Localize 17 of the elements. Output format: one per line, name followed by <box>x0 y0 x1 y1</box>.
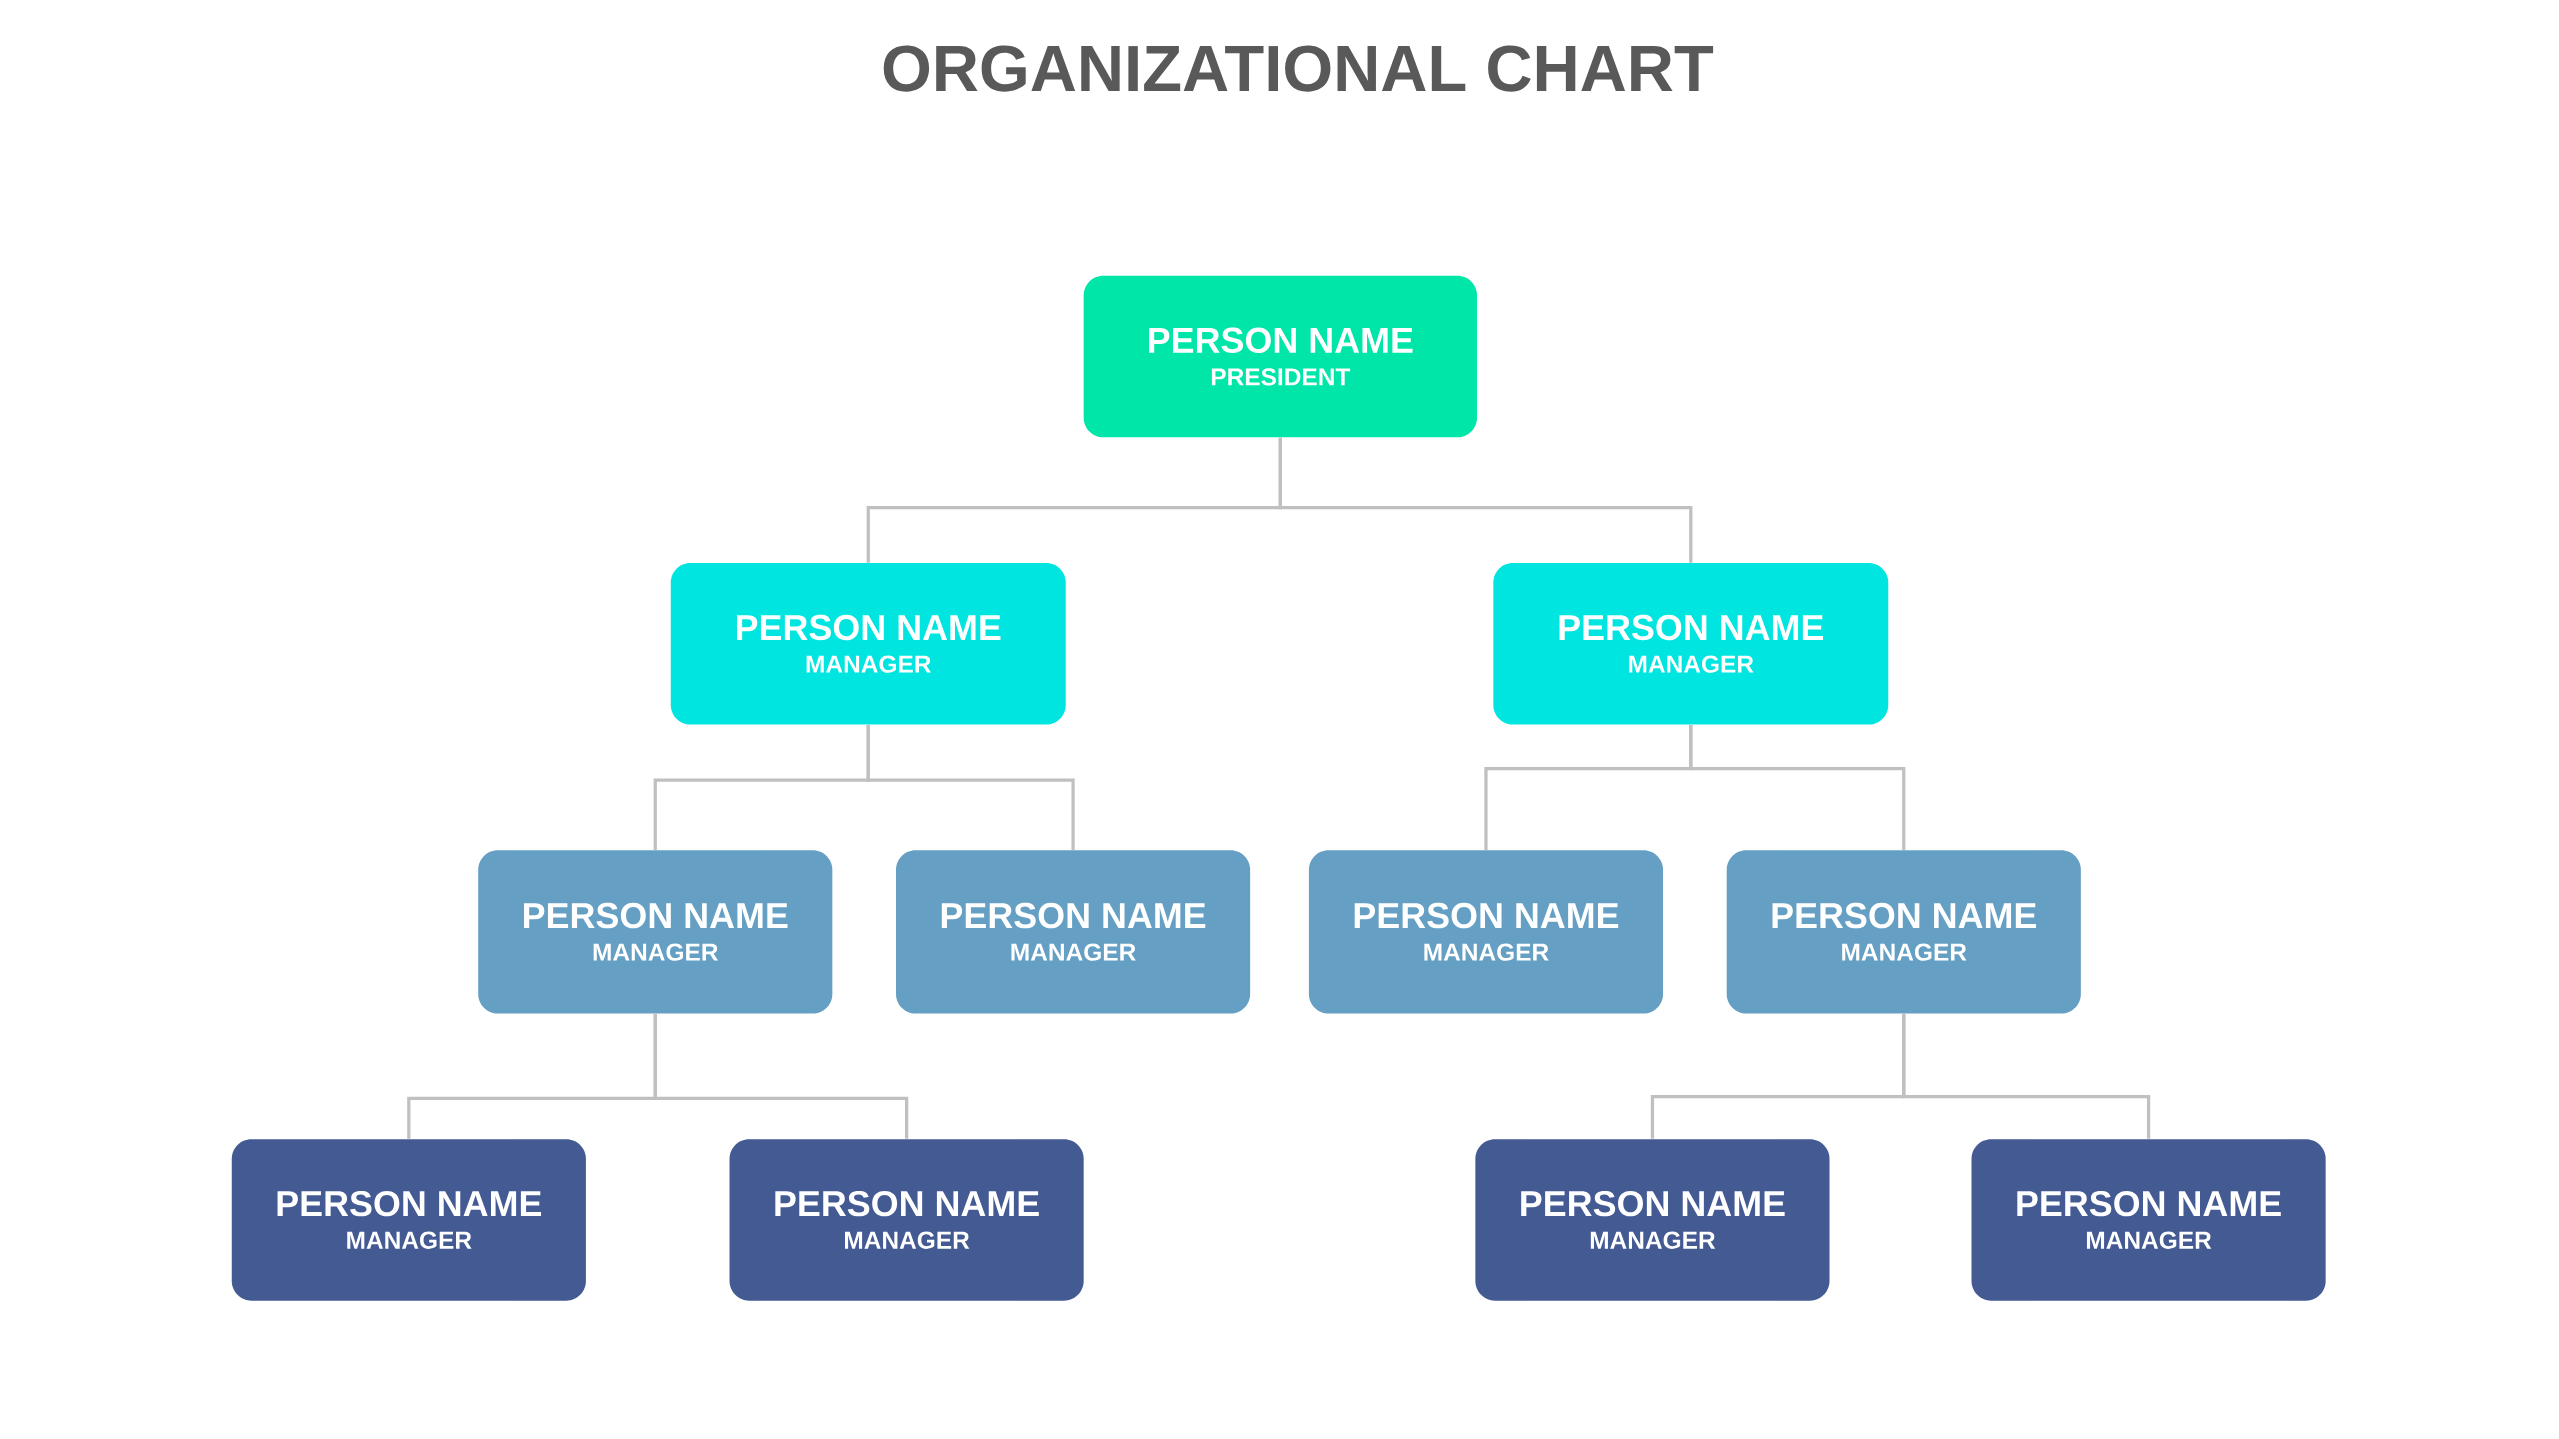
person-box: PERSON NAME MANAGER <box>1308 850 1664 1014</box>
person-box: PERSON NAME MANAGER <box>1726 850 2081 1014</box>
connector-line <box>866 724 1075 850</box>
person-box: PERSON NAME MANAGER <box>670 562 1066 725</box>
connector-line <box>1902 1013 2151 1139</box>
person-box: PERSON NAME PRESIDENT <box>1083 275 1477 438</box>
person-box: PERSON NAME MANAGER <box>729 1138 1084 1301</box>
connector-line <box>1278 437 1693 563</box>
person-box: PERSON NAME MANAGER <box>896 850 1251 1014</box>
person-box: PERSON NAME MANAGER <box>1475 1138 1830 1301</box>
person-box: PERSON NAME MANAGER <box>1493 562 1889 725</box>
title: ORGANIZATIONAL CHART <box>883 45 1714 92</box>
person-box: PERSON NAME MANAGER <box>231 1138 586 1301</box>
person-box: PERSON NAME MANAGER <box>478 850 833 1014</box>
person-box: PERSON NAME MANAGER <box>1971 1138 2326 1301</box>
connector-line <box>1689 724 1906 850</box>
connector-line <box>653 1013 909 1139</box>
